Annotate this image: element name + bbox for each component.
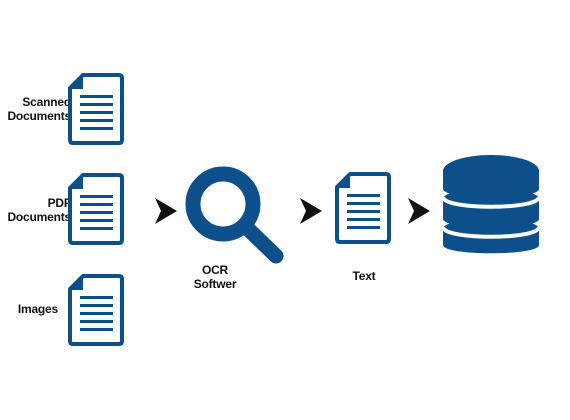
- magnifier-icon: [185, 166, 284, 264]
- input-label-scanned: Scanned Documents: [0, 95, 71, 123]
- text-output-label: Text: [352, 269, 376, 283]
- arrow-right-icon: [155, 198, 177, 224]
- input-label-pdf: PDF Documents: [0, 196, 71, 224]
- input-label-line1: Scanned: [22, 95, 71, 109]
- document-icon: [68, 173, 124, 245]
- arrow-right-icon: [300, 198, 322, 224]
- input-label-line1: Images: [17, 302, 58, 316]
- ocr-label-line1: OCR: [201, 263, 229, 277]
- arrow-right-icon: [408, 198, 430, 224]
- input-label-images: Images: [0, 302, 58, 316]
- input-label-line1: PDF: [47, 196, 72, 210]
- input-label-line2: Documents: [7, 210, 71, 224]
- document-icon: [68, 274, 124, 346]
- ocr-label-line2: Softwer: [193, 277, 237, 291]
- document-icon: [68, 73, 124, 145]
- ocr-label: OCR Softwer: [170, 263, 260, 291]
- database-icon: [441, 155, 541, 254]
- document-icon: [335, 172, 391, 244]
- input-label-line2: Documents: [7, 109, 71, 123]
